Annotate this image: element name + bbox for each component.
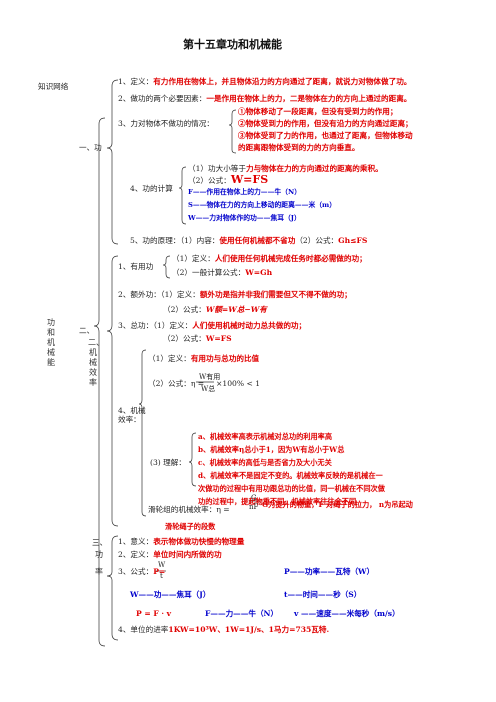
calc-var-w: W——力对物体作的功——焦耳（J） bbox=[188, 214, 301, 222]
efficiency-def: （1）定义：有用功与总功的比值 bbox=[148, 354, 260, 363]
page-title: 第十五章功和机械能 bbox=[183, 38, 282, 51]
power-unit-p: P——功率——瓦特（W） bbox=[284, 567, 375, 576]
sec2-useful-label: 1、有用功 bbox=[118, 262, 154, 271]
understand-d1: d、机械效率不是固定不变的。机械效率反映的是机械在一 bbox=[198, 471, 383, 480]
power-definition: 2、定义：单位时间内所做的功 bbox=[118, 550, 222, 559]
pulley-denominator: nF bbox=[249, 503, 259, 511]
sec2-total-work: 3、总功：（1）定义：人们使用机械时动力总共做的功； bbox=[118, 321, 307, 330]
power-unit-f: F——力——牛（N） bbox=[205, 609, 279, 618]
section-3-label: 功 bbox=[95, 550, 103, 559]
sec2-extra-work: 2、额外功：（1）定义：额外功是指并非我们需要但又不得不做的功； bbox=[118, 290, 352, 299]
root-label: 功和机械能 bbox=[47, 318, 55, 367]
sec1-no-work-label: 3、力对物体不做功的情况： bbox=[118, 119, 214, 128]
useful-def: （1）定义：人们使用任何机械完成任务时都必需做的功； bbox=[172, 254, 367, 263]
no-work-case-3b: 的距离跟物体受到的力的方向垂直。 bbox=[238, 143, 360, 152]
section-3-label-b: 率 bbox=[95, 567, 103, 576]
power-unit-v: v ——速度——米每秒（m/s） bbox=[294, 609, 400, 618]
no-work-case-1: ①物体移动了一段距离，但没有受到力的作用； bbox=[238, 107, 398, 116]
power-unit-t: t——时间——秒（S） bbox=[284, 590, 362, 599]
power-fv: P = F · v bbox=[136, 609, 172, 618]
pulley-efficiency-label: 滑轮组的机械效率：η = bbox=[148, 505, 230, 514]
sec1-factors: 2、做功的两个必要因素：一是作用在物体上的力，二是物体在力的方向上通过的距离。 bbox=[118, 94, 412, 103]
understand-b: b、机械效率η总小于1，因为W有总小于W总 bbox=[198, 445, 345, 454]
section-2-label: 二、机械效率 bbox=[88, 338, 104, 387]
calc-var-s: S——物体在力的方向上移动的距离——米（m） bbox=[188, 201, 337, 209]
power-numerator: W bbox=[158, 561, 166, 569]
power-meaning: 1、意义：表示物体做功快慢的物理量 bbox=[118, 537, 245, 546]
sec2-efficiency-label: 4、机械效率： bbox=[118, 406, 146, 424]
left-label: 知识网络 bbox=[38, 82, 69, 91]
no-work-case-2: ②物体受到力的作用，但没有沿力的方向通过距离； bbox=[238, 119, 413, 128]
calc-var-f: F——作用在物体上的力——牛（N） bbox=[188, 188, 301, 196]
efficiency-formula-tail: ×100% < 1 bbox=[216, 379, 261, 388]
efficiency-numerator: W有用 bbox=[199, 373, 221, 381]
efficiency-formula-pre: （2）公式：η = bbox=[148, 379, 205, 388]
understand-d3: 功的过程中，提起物重不同，机械效率往往会不同 bbox=[198, 497, 357, 506]
calc-line-1: （1）功大小等于力与物体在力的方向通过的距离的乘积。 bbox=[188, 164, 383, 173]
section-1-label: 一、功 bbox=[79, 143, 102, 152]
power-denominator: t bbox=[160, 572, 163, 580]
power-unit-w: W——功——焦耳（J） bbox=[130, 590, 211, 599]
pulley-explain-2: 滑轮绳子的段数 bbox=[165, 522, 216, 531]
pulley-numerator: G bbox=[251, 494, 257, 502]
pulley-explain: G为提升的物重，F 对绳子的拉力， n为吊起动 bbox=[262, 500, 413, 509]
sec1-calc-label: 4、功的计算 bbox=[130, 184, 173, 193]
understand-c: c、机械效率的高低与是否省力及大小无关 bbox=[198, 458, 332, 467]
efficiency-understanding-label: (3) 理解： bbox=[150, 458, 186, 467]
calc-formula: （2）公式：W=FS bbox=[188, 173, 269, 186]
understand-d2: 次做功的过程中有用功跟总功的比值，同一机械在不同次做 bbox=[198, 484, 385, 493]
efficiency-denominator: W总 bbox=[201, 385, 216, 393]
power-unit-rates: 4、单位的进率1KW=10³W、1W=1J/s、1马力=735瓦特. bbox=[118, 625, 330, 634]
section-2-label-a: 二、 bbox=[79, 326, 95, 335]
no-work-case-3: ③物体受到了力的作用，也通过了距离，但物体移动 bbox=[238, 131, 413, 140]
useful-formula: （2）一般计算公式：W=Gh bbox=[172, 268, 273, 277]
extra-work-formula: （2）公式：W额=W总−W有 bbox=[163, 305, 267, 314]
sec1-definition: 1、定义：有力作用在物体上，并且物体沿力的方向通过了距离，就说力对物体做了功。 bbox=[118, 77, 412, 86]
section-3-label-a: 三、 bbox=[92, 538, 108, 547]
power-formula: 3、公式：P= bbox=[118, 567, 166, 576]
total-work-formula: （2）公式：W=FS bbox=[163, 334, 232, 343]
sec1-work-principle: 5、功的原理：（1）内容：使用任何机械都不省功（2）公式：Gh≤FS bbox=[130, 236, 368, 245]
understand-a: a、机械效率高表示机械对总功的利用率高 bbox=[198, 432, 333, 441]
